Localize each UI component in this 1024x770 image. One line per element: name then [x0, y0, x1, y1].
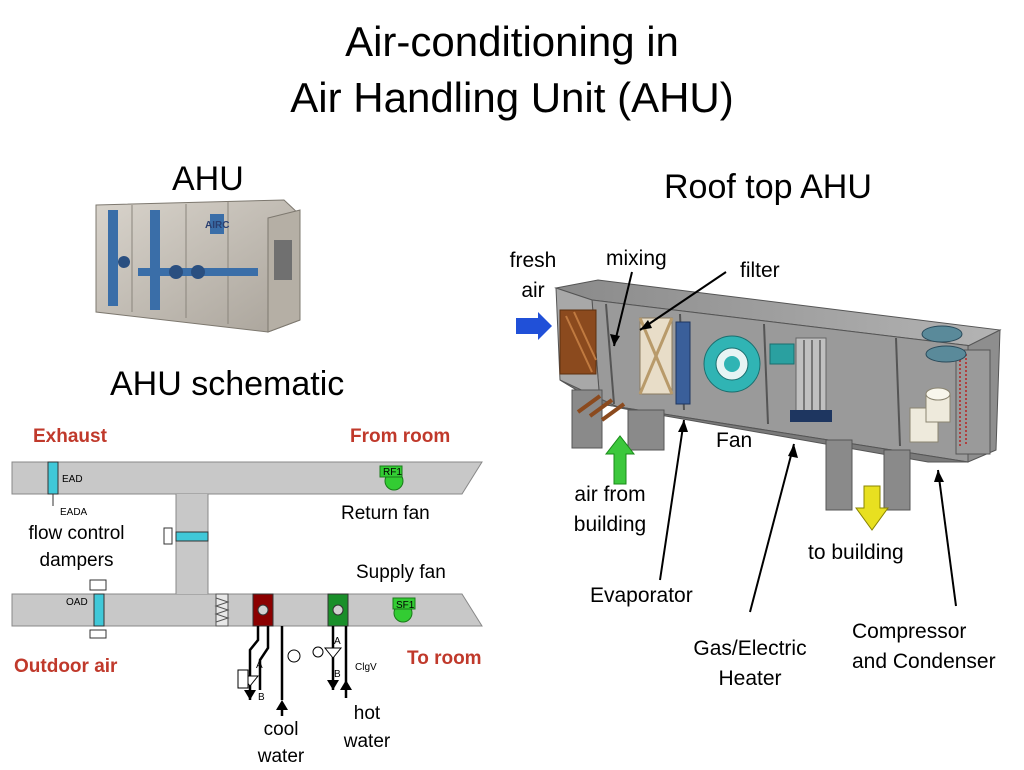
condenser-grille — [955, 349, 991, 455]
oad-tag: OAD — [66, 597, 88, 608]
return-fan-label: Return fan — [341, 503, 430, 524]
rf1-tag: RF1 — [383, 467, 402, 478]
valve-b-tag: B — [258, 692, 265, 703]
page-title: Air-conditioning in Air Handling Unit (A… — [0, 14, 1024, 126]
mixing-pointer — [613, 271, 633, 347]
mixing-duct — [176, 494, 208, 594]
evaporator-pointer — [659, 419, 685, 581]
clg-tag: ClgV — [355, 662, 377, 673]
to-room-label: To room — [407, 648, 482, 669]
heater-element — [790, 337, 832, 422]
schematic-heading: AHU schematic — [110, 365, 345, 403]
cool-water-label: cool water — [257, 719, 305, 767]
compressor-icon — [909, 387, 951, 443]
ead-tag: EAD — [62, 474, 83, 485]
return-air-louvers — [576, 394, 626, 422]
fresh-air-arrow-icon — [516, 312, 552, 340]
heater-label: Gas/Electric Heater — [693, 637, 807, 690]
title-line-2: Air Handling Unit (AHU) — [290, 74, 734, 121]
ahu-photo-brand: AIRC — [205, 220, 229, 231]
hot-valve-icon — [323, 647, 343, 659]
supply-fan-label: Supply fan — [356, 562, 446, 583]
supply-air-duct — [11, 593, 483, 627]
return-air-arrow-icon — [604, 435, 636, 485]
outdoor-damper — [93, 593, 105, 627]
valve-a-tag: A — [256, 660, 263, 671]
exhaust-label: Exhaust — [33, 426, 107, 447]
compressor-pointer — [937, 469, 957, 607]
eada-tag: EADA — [60, 507, 88, 518]
evaporator-label: Evaporator — [590, 584, 693, 607]
condenser-fan-icon — [921, 325, 963, 343]
title-line-1: Air-conditioning in — [345, 18, 679, 65]
evaporator-coil — [675, 321, 691, 405]
return-air-duct — [11, 461, 483, 495]
rooftop-heading: Roof top AHU — [664, 168, 872, 206]
heater-pointer — [749, 443, 795, 613]
fresh-air-label: fresh air — [509, 249, 557, 302]
flow-control-dampers-label: flow control dampers — [28, 523, 125, 571]
filter-pointer — [639, 271, 727, 331]
compressor-label: Compressor and Condenser — [852, 620, 996, 673]
sf1-tag: SF1 — [396, 600, 415, 611]
recirc-damper — [175, 531, 209, 542]
hot-water-label: hot water — [343, 703, 391, 752]
to-building-label: to building — [808, 541, 904, 564]
air-from-building-label: air from building — [573, 483, 647, 536]
outdoor-air-label: Outdoor air — [14, 656, 118, 677]
cool-supply-pipe — [248, 626, 260, 700]
from-room-label: From room — [350, 426, 451, 447]
mixing-label: mixing — [606, 247, 667, 270]
filter-label: filter — [740, 259, 780, 282]
supply-air-arrow-icon — [855, 485, 889, 531]
valve-b-tag-hot: B — [334, 669, 341, 680]
valve-a-tag-hot: A — [334, 636, 341, 647]
fan-label: Fan — [716, 429, 753, 452]
ahu-photo-heading: AHU — [172, 160, 244, 198]
